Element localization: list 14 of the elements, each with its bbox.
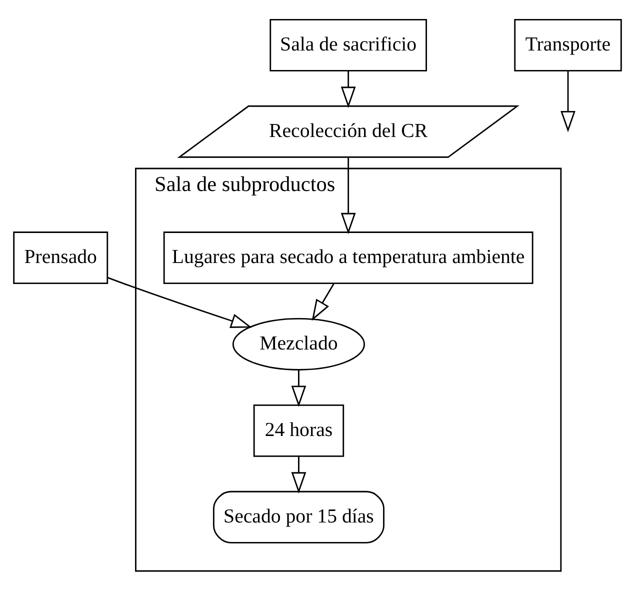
node-box: Sala de sacrificio	[270, 18, 427, 71]
node-box: Lugares para secado a temperatura ambiente	[163, 231, 534, 284]
node-ellipse: Mezclado	[232, 318, 366, 370]
arrow	[560, 70, 576, 132]
arrow	[291, 369, 306, 406]
arrow	[107, 276, 252, 328]
node-box: Secado por 15 días	[212, 490, 384, 543]
node-box: 24 horas	[253, 404, 344, 456]
arrow	[340, 70, 356, 108]
arrow	[312, 282, 335, 320]
arrow	[291, 456, 306, 493]
node-box: Transporte	[514, 18, 622, 71]
node-box: Prensado	[13, 231, 108, 284]
arrow	[340, 156, 356, 234]
